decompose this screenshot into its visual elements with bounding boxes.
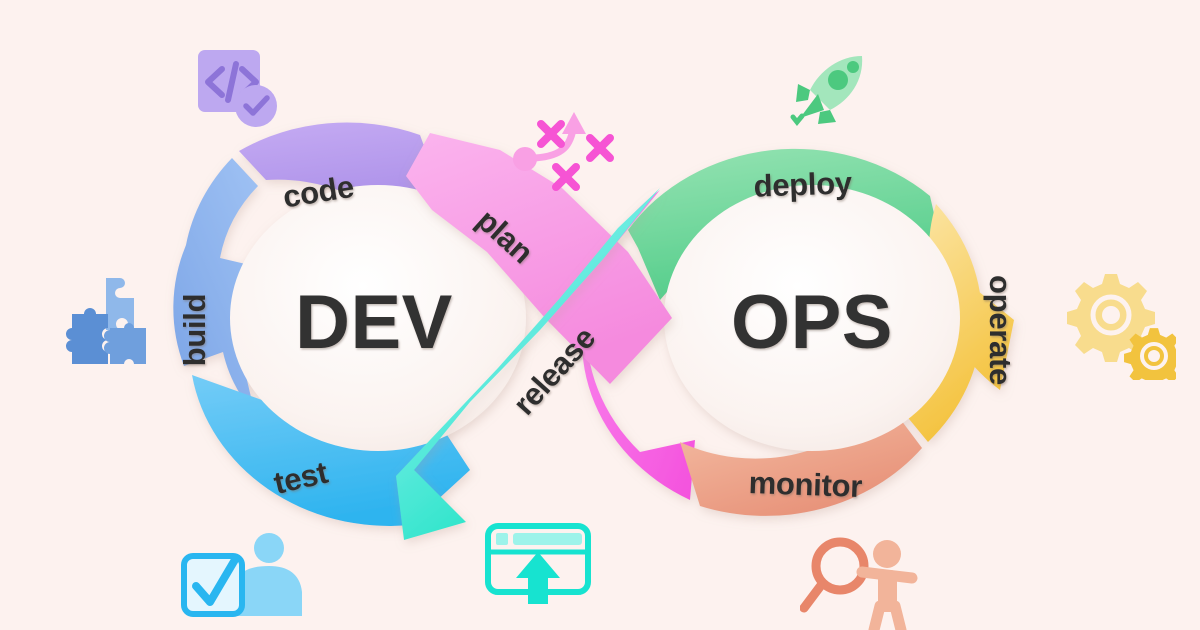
hub-labels: DEV OPS: [295, 280, 893, 365]
gears-icon: [1064, 268, 1176, 380]
segment-plan[interactable]: [406, 133, 672, 384]
label-build: build: [177, 294, 212, 367]
ops-ring: [581, 148, 1014, 516]
segment-feedback[interactable]: [581, 190, 695, 500]
browser-upload-icon: [482, 520, 594, 604]
checkbox-person-icon: [176, 528, 306, 624]
segment-release[interactable]: [396, 188, 660, 540]
segment-build[interactable]: [173, 158, 280, 414]
ops-hub: [664, 185, 960, 451]
puzzle-pieces-icon: [58, 268, 158, 376]
label-deploy: deploy: [753, 165, 853, 203]
label-monitor: monitor: [748, 465, 863, 504]
label-operate: operate: [983, 275, 1018, 385]
code-brackets-check-icon: [192, 44, 284, 136]
magnifier-person-icon: [800, 532, 922, 630]
dev-hub-label: DEV: [295, 280, 453, 365]
rocket-icon: [788, 48, 872, 132]
ops-hub-label: OPS: [731, 280, 893, 365]
strategy-arrow-crosses-icon: [508, 104, 628, 200]
dev-hub: [230, 185, 526, 451]
